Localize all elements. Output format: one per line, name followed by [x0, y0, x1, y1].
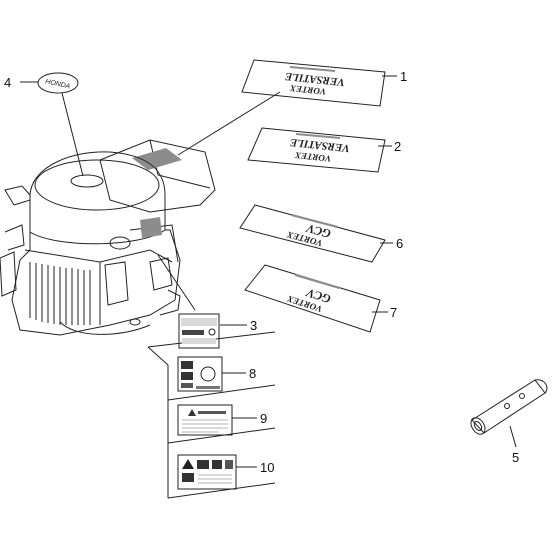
- callout-1: 1: [400, 69, 407, 84]
- leader-1-to-tank: [177, 91, 281, 156]
- callout-6: 6: [396, 236, 403, 251]
- engine-illustration: [0, 139, 216, 336]
- callout-3: 3: [250, 318, 257, 333]
- part-1-decal[interactable]: VERSATILE VORTEX: [241, 59, 386, 107]
- recoil-cap: [70, 174, 104, 188]
- emblem-label: HONDA: [45, 78, 72, 90]
- part-8-label[interactable]: [177, 356, 223, 392]
- callout-7: 7: [390, 305, 397, 320]
- part-9-label[interactable]: [177, 404, 233, 436]
- decal-1-sub: VORTEX: [289, 83, 327, 97]
- part-3-label[interactable]: [178, 313, 220, 349]
- engine-side-label: [140, 217, 162, 238]
- part-4-emblem[interactable]: HONDA: [37, 72, 79, 94]
- callout-5: 5: [512, 450, 519, 465]
- callout-2: 2: [394, 139, 401, 154]
- part-10-label[interactable]: [177, 454, 237, 490]
- callout-9: 9: [260, 411, 267, 426]
- part-7-decal[interactable]: GCV VORTEX: [244, 264, 381, 333]
- leader-4: [61, 92, 84, 177]
- decal-2-sub: VORTEX: [294, 150, 332, 164]
- leader-5: [509, 425, 517, 448]
- part-5-box-wrench[interactable]: [468, 379, 548, 437]
- callout-4: 4: [4, 75, 11, 90]
- callout-10: 10: [260, 460, 274, 475]
- part-6-decal[interactable]: GCV VORTEX: [239, 204, 386, 263]
- tank-decal-area: [132, 148, 182, 170]
- part-2-decal[interactable]: VERSATILE VORTEX: [247, 127, 386, 173]
- leader-3-to-engine: [157, 254, 196, 311]
- decal-6-title: GCV: [304, 221, 332, 241]
- callout-8: 8: [249, 366, 256, 381]
